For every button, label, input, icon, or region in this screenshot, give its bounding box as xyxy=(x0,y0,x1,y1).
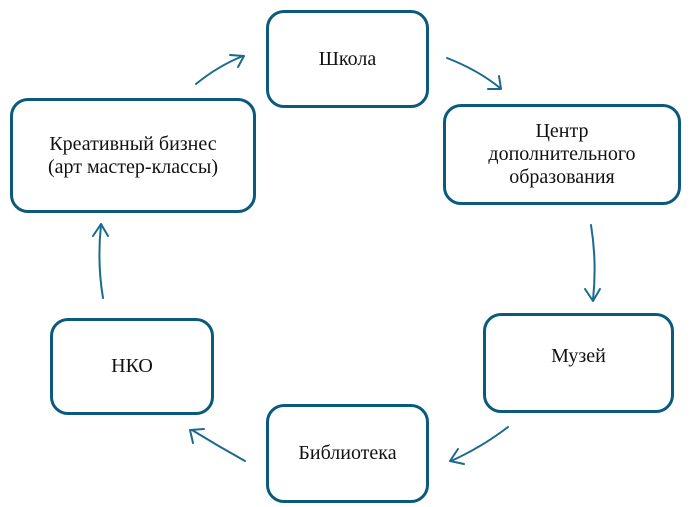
arrow-center-to-museum xyxy=(584,224,601,302)
arrow-nko-to-creative xyxy=(92,223,109,299)
node-school: Школа xyxy=(266,10,429,108)
node-label: Библиотека xyxy=(298,442,397,464)
arrow-library-to-nko xyxy=(189,428,246,462)
node-label: НКО xyxy=(111,355,153,377)
node-library: Библиотека xyxy=(266,404,429,503)
node-label: Музей xyxy=(551,344,606,367)
node-label: Центр дополнительного образования xyxy=(488,120,636,188)
node-label: Креативный бизнес (арт мастер-классы) xyxy=(48,132,218,178)
node-creative: Креативный бизнес (арт мастер-классы) xyxy=(10,98,256,213)
arrow-creative-to-school xyxy=(195,54,245,85)
node-center: Центр дополнительного образования xyxy=(443,104,681,205)
arrow-museum-to-library xyxy=(449,426,509,465)
node-label: Школа xyxy=(318,47,377,70)
node-museum: Музей xyxy=(483,313,674,413)
arrow-school-to-center xyxy=(446,57,502,90)
node-nko: НКО xyxy=(50,318,214,415)
